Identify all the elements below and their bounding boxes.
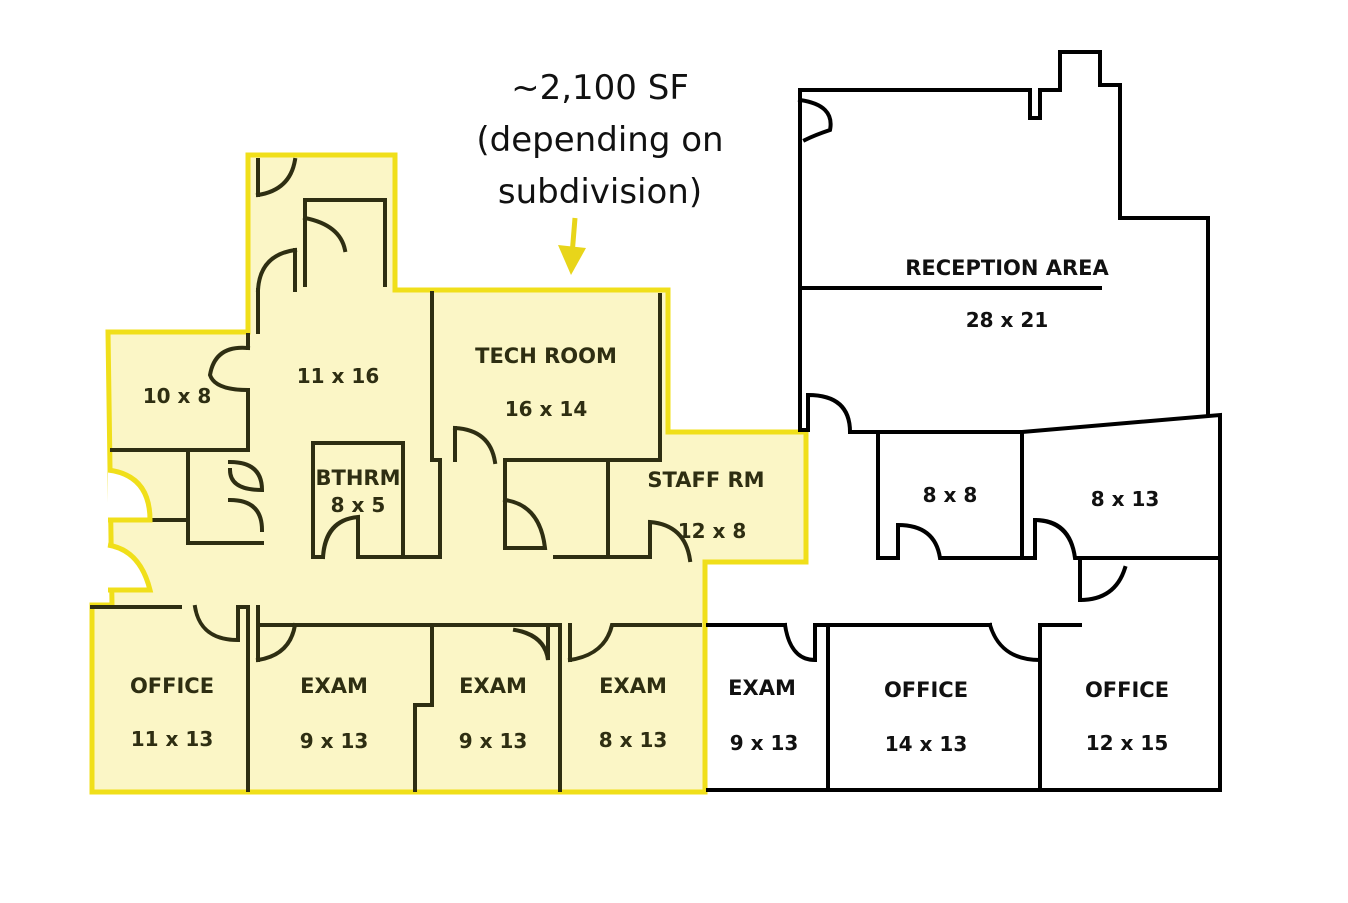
arrow-down-icon (558, 217, 586, 275)
room-dim: 11 x 16 (297, 364, 380, 388)
area-annotation: ~2,100 SF (depending on subdivision) (440, 62, 760, 218)
room-dim: 12 x 15 (1086, 731, 1169, 755)
door-bump (107, 467, 153, 523)
room-dim: 10 x 8 (143, 384, 212, 408)
room-dim: 8 x 8 (923, 483, 978, 507)
room-name: EXAM (300, 674, 368, 698)
room-dim: 16 x 14 (505, 397, 588, 421)
area-text: ~2,100 SF (511, 68, 689, 108)
room-dim: 8 x 5 (331, 493, 386, 517)
highlighted-suite (89, 152, 809, 795)
room-dim: 8 x 13 (599, 728, 668, 752)
room-name: STAFF RM (647, 468, 764, 492)
door-bump (107, 542, 154, 593)
room-name: BTHRM (316, 466, 401, 490)
room-dim: 9 x 13 (730, 731, 799, 755)
room-name: EXAM (459, 674, 527, 698)
highlighted-walls (90, 157, 702, 792)
area-note: (depending on (476, 120, 724, 160)
area-note: subdivision) (497, 172, 703, 212)
room-dim: 9 x 13 (300, 729, 369, 753)
room-name: OFFICE (884, 678, 968, 702)
room-dim: 12 x 8 (678, 519, 747, 543)
room-dim: 14 x 13 (885, 732, 968, 756)
room-dim: 28 x 21 (966, 308, 1049, 332)
room-name: TECH ROOM (475, 344, 617, 368)
room-dim: 8 x 13 (1091, 487, 1160, 511)
other-walls (706, 50, 1222, 792)
room-name: EXAM (728, 676, 796, 700)
room-name: RECEPTION AREA (905, 256, 1109, 280)
room-name: OFFICE (130, 674, 214, 698)
room-name: EXAM (599, 674, 667, 698)
room-name: OFFICE (1085, 678, 1169, 702)
room-dim: 9 x 13 (459, 729, 528, 753)
room-dim: 11 x 13 (131, 727, 214, 751)
